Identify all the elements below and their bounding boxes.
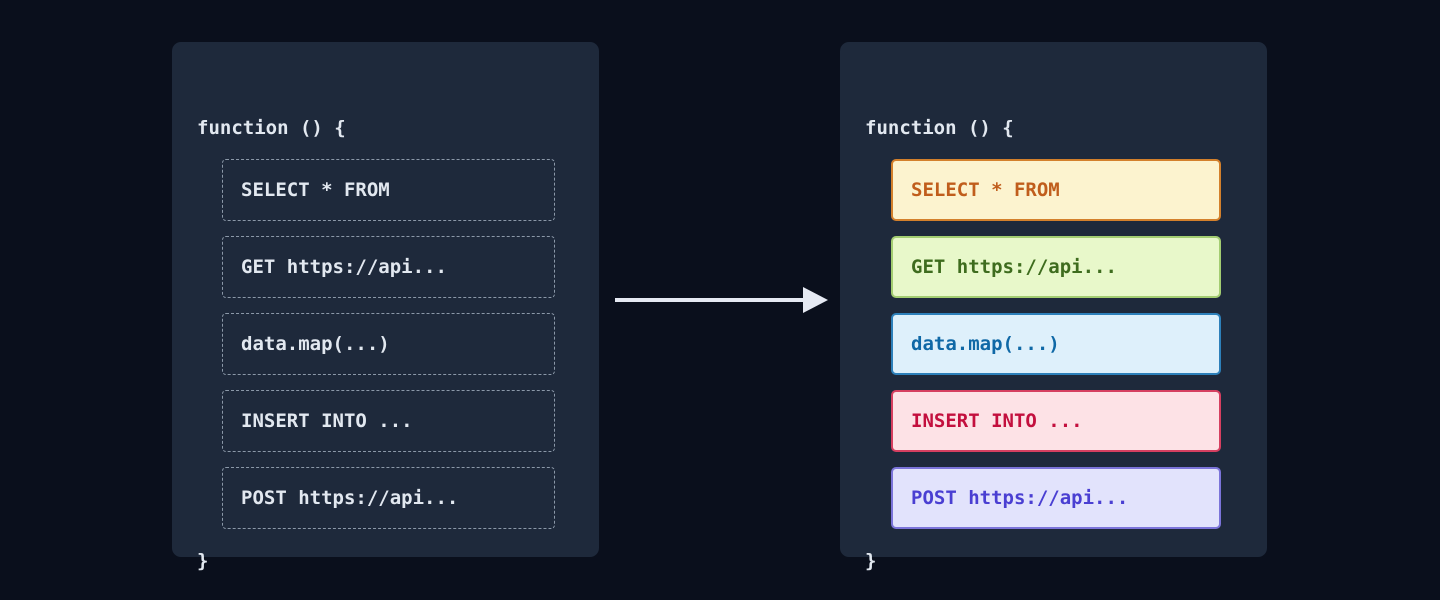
code-block-list: SELECT * FROM GET https://api... data.ma… xyxy=(891,159,1221,529)
plain-code-panel: function () { SELECT * FROM GET https://… xyxy=(172,42,599,572)
arrow-icon xyxy=(613,280,829,320)
code-block: SELECT * FROM xyxy=(222,159,555,221)
code-block: POST https://api... xyxy=(891,467,1221,529)
code-block-label: POST https://api... xyxy=(911,487,1129,509)
code-block: POST https://api... xyxy=(222,467,555,529)
code-block: SELECT * FROM xyxy=(891,159,1221,221)
code-block-label: GET https://api... xyxy=(241,256,447,278)
highlighted-code-panel: function () { SELECT * FROM GET https://… xyxy=(840,42,1267,572)
code-block: INSERT INTO ... xyxy=(222,390,555,452)
code-block-label: GET https://api... xyxy=(911,256,1117,278)
code-block-label: SELECT * FROM xyxy=(911,179,1060,201)
function-open-line: function () { xyxy=(865,117,1014,139)
code-block-label: INSERT INTO ... xyxy=(241,410,413,432)
code-block-label: POST https://api... xyxy=(241,487,459,509)
code-block-label: SELECT * FROM xyxy=(241,179,390,201)
function-close-line: } xyxy=(197,550,209,572)
code-block: INSERT INTO ... xyxy=(891,390,1221,452)
function-close-line: } xyxy=(865,550,877,572)
code-block: GET https://api... xyxy=(891,236,1221,298)
code-block-label: data.map(...) xyxy=(241,333,390,355)
function-open-line: function () { xyxy=(197,117,346,139)
code-block-list: SELECT * FROM GET https://api... data.ma… xyxy=(222,159,555,529)
code-block-label: data.map(...) xyxy=(911,333,1060,355)
code-block: data.map(...) xyxy=(222,313,555,375)
code-block: data.map(...) xyxy=(891,313,1221,375)
code-block: GET https://api... xyxy=(222,236,555,298)
code-block-label: INSERT INTO ... xyxy=(911,410,1083,432)
